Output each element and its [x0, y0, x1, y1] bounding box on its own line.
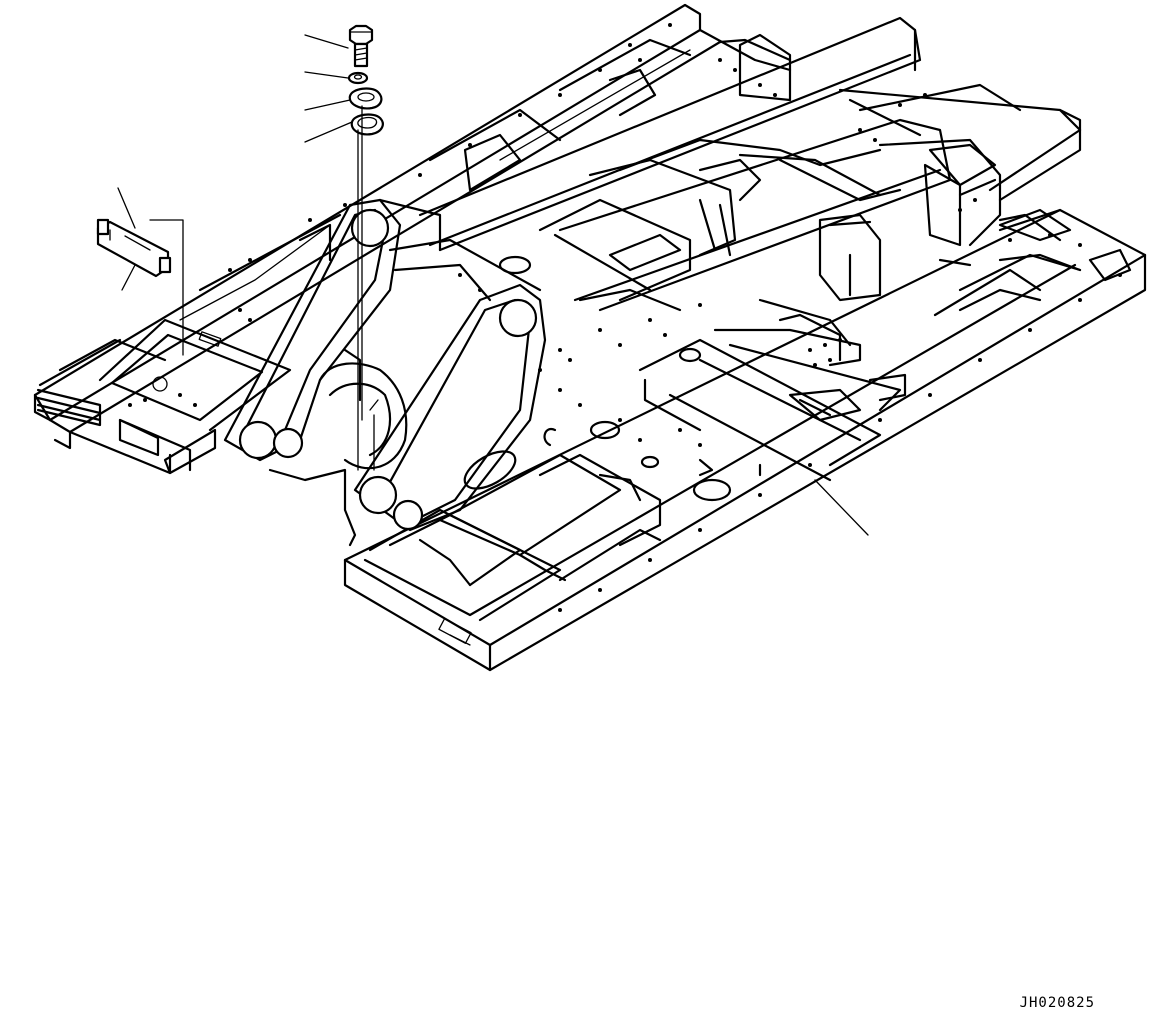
right-side-frame — [343, 208, 1147, 672]
exploded-hardware — [96, 24, 384, 278]
center-frame — [378, 16, 1082, 312]
drawing-id-label: JH020825 — [1019, 995, 1095, 1011]
bolt — [348, 24, 374, 68]
center-floor — [438, 208, 1082, 582]
leader-lines — [117, 34, 869, 536]
cover-plate-2 — [96, 218, 172, 278]
boom-pivot-bracket — [223, 198, 702, 547]
rivet-holes — [128, 23, 1122, 612]
left-side-frame — [33, 3, 792, 475]
washer — [347, 71, 369, 85]
gasket — [350, 113, 384, 136]
cover-plate — [348, 87, 383, 110]
